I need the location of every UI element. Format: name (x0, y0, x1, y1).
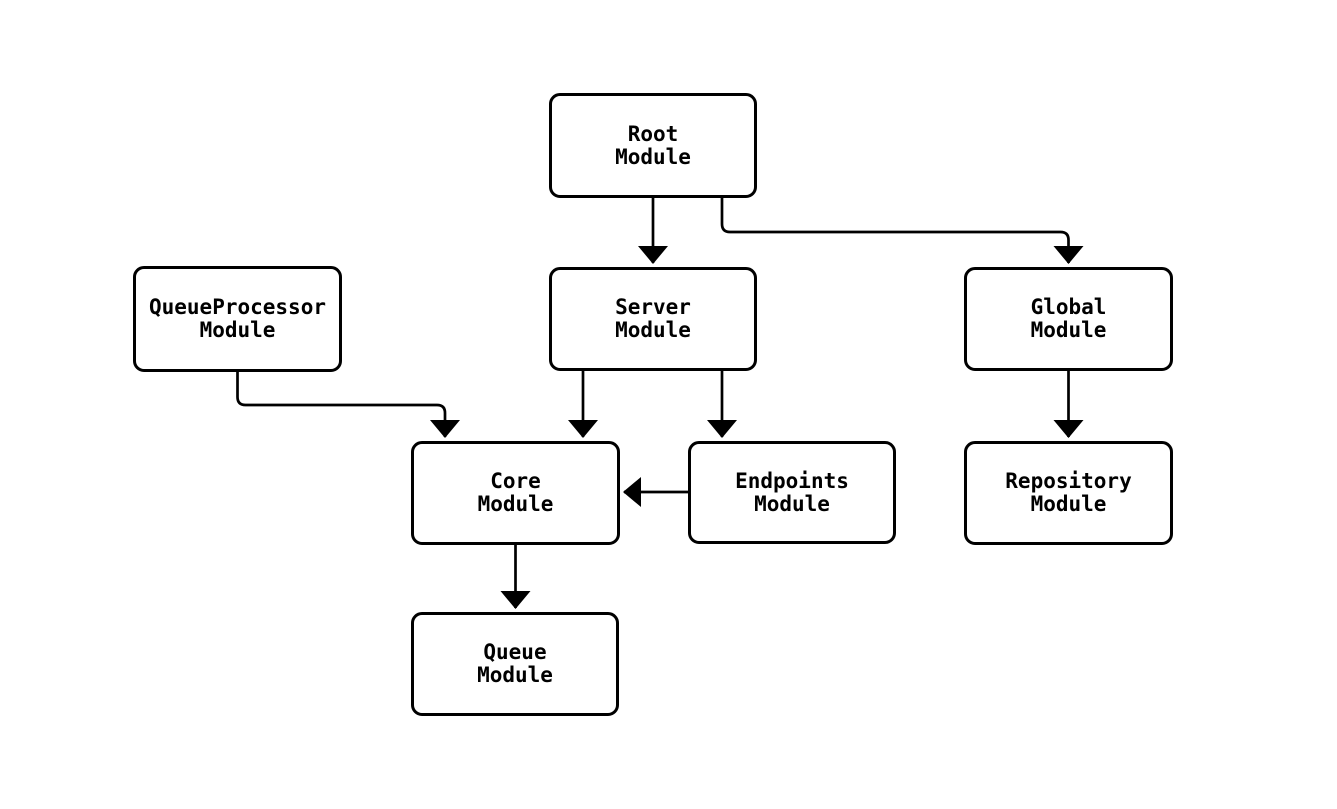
node-endpoints-module: Endpoints Module (688, 441, 896, 544)
node-queueprocessor-module-label: QueueProcessor Module (148, 295, 326, 342)
node-server-module-label: Server Module (615, 295, 691, 342)
node-global-module: Global Module (964, 267, 1173, 371)
node-global-module-label: Global Module (1030, 295, 1107, 342)
node-queueprocessor-module: QueueProcessor Module (133, 266, 342, 372)
node-core-module-label: Core Module (477, 469, 554, 516)
edge-queueprocessor-to-core (236, 372, 460, 438)
node-root-module-label: Root Module (615, 121, 691, 169)
node-repository-module: Repository Module (964, 441, 1173, 545)
node-queue-module-label: Queue Module (477, 640, 553, 687)
node-root-module: Root Module (549, 93, 757, 198)
edge-root-to-global (720, 198, 1084, 264)
node-core-module: Core Module (411, 441, 620, 545)
node-endpoints-module-label: Endpoints Module (735, 468, 849, 516)
node-repository-module-label: Repository Module (1005, 469, 1132, 516)
node-server-module: Server Module (549, 267, 757, 371)
node-queue-module: Queue Module (411, 612, 619, 716)
